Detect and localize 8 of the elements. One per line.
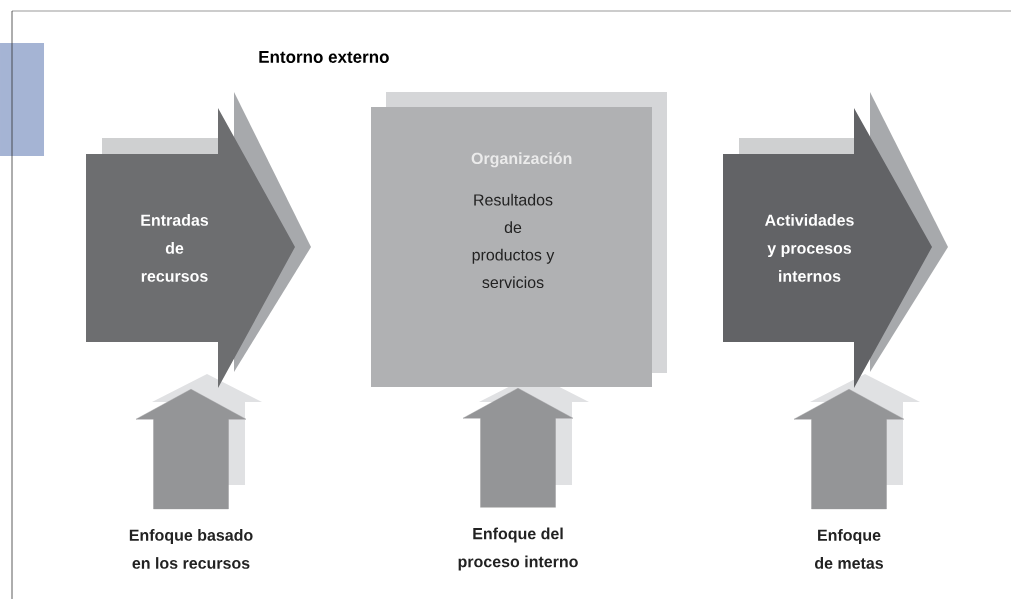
arrow xyxy=(462,388,574,508)
title: Entorno externo xyxy=(259,51,389,63)
arrow xyxy=(135,389,247,510)
caption: Enfoque de metas xyxy=(815,529,883,569)
caption: Enfoque del proceso interno xyxy=(458,527,578,571)
arrow xyxy=(793,389,905,510)
square-box: Organización Resultados de productos y servicios xyxy=(371,92,667,387)
caption: Enfoque basado en los recursos xyxy=(129,529,253,569)
